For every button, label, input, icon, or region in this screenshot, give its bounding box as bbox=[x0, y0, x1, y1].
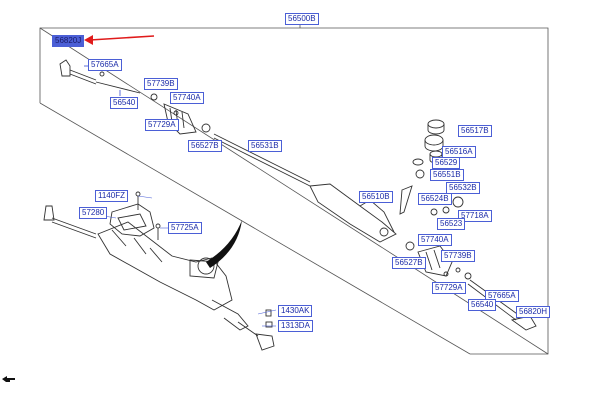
part-label-57718A[interactable]: 57718A bbox=[458, 210, 492, 222]
pointing-hand-icon bbox=[2, 376, 15, 382]
highlight-arrow bbox=[84, 35, 155, 45]
part-label-56500B[interactable]: 56500B bbox=[285, 13, 319, 25]
part-label-1430AK[interactable]: 1430AK bbox=[278, 305, 313, 317]
mounting-bracket bbox=[109, 191, 161, 240]
part-label-57729A-upper[interactable]: 57729A bbox=[145, 119, 179, 131]
part-label-56820J-highlighted[interactable]: 56820J bbox=[52, 35, 85, 47]
part-label-57740A-lower[interactable]: 57740A bbox=[418, 234, 452, 246]
part-label-1313DA[interactable]: 1313DA bbox=[278, 320, 313, 332]
part-label-57739B-lower[interactable]: 57739B bbox=[441, 250, 475, 262]
part-label-57740A-upper[interactable]: 57740A bbox=[170, 92, 204, 104]
part-label-57280[interactable]: 57280 bbox=[79, 207, 108, 219]
part-label-56531B[interactable]: 56531B bbox=[248, 140, 282, 152]
part-label-56524B[interactable]: 56524B bbox=[418, 193, 452, 205]
part-label-56820H[interactable]: 56820H bbox=[516, 306, 551, 318]
part-label-56540-lower[interactable]: 56540 bbox=[468, 299, 497, 311]
part-label-56529[interactable]: 56529 bbox=[432, 157, 461, 169]
part-label-56527B-upper[interactable]: 56527B bbox=[188, 140, 222, 152]
tie-rod-end-left-upper bbox=[59, 59, 141, 96]
part-label-57725A[interactable]: 57725A bbox=[168, 222, 202, 234]
part-label-1140FZ[interactable]: 1140FZ bbox=[95, 190, 128, 202]
part-label-56532B[interactable]: 56532B bbox=[446, 182, 480, 194]
rack-bar bbox=[213, 133, 311, 187]
leader-lines bbox=[103, 195, 277, 327]
outer-tie-rod-lower bbox=[237, 309, 275, 351]
part-label-56517B[interactable]: 56517B bbox=[458, 125, 492, 137]
part-label-56523[interactable]: 56523 bbox=[437, 218, 466, 230]
part-label-57729A-lower[interactable]: 57729A bbox=[432, 282, 466, 294]
gear-housing bbox=[97, 183, 397, 331]
part-label-56527B-lower[interactable]: 56527B bbox=[392, 257, 426, 269]
part-label-56510B[interactable]: 56510B bbox=[359, 191, 393, 203]
part-label-56551B[interactable]: 56551B bbox=[430, 169, 464, 181]
assembly-frame bbox=[39, 27, 549, 355]
part-label-57739B-upper[interactable]: 57739B bbox=[144, 78, 178, 90]
part-label-56540-upper[interactable]: 56540 bbox=[110, 97, 139, 109]
part-label-57665A-upper[interactable]: 57665A bbox=[88, 59, 122, 71]
tie-rod-end-left-lower bbox=[43, 205, 97, 239]
detail-callout bbox=[206, 220, 242, 268]
